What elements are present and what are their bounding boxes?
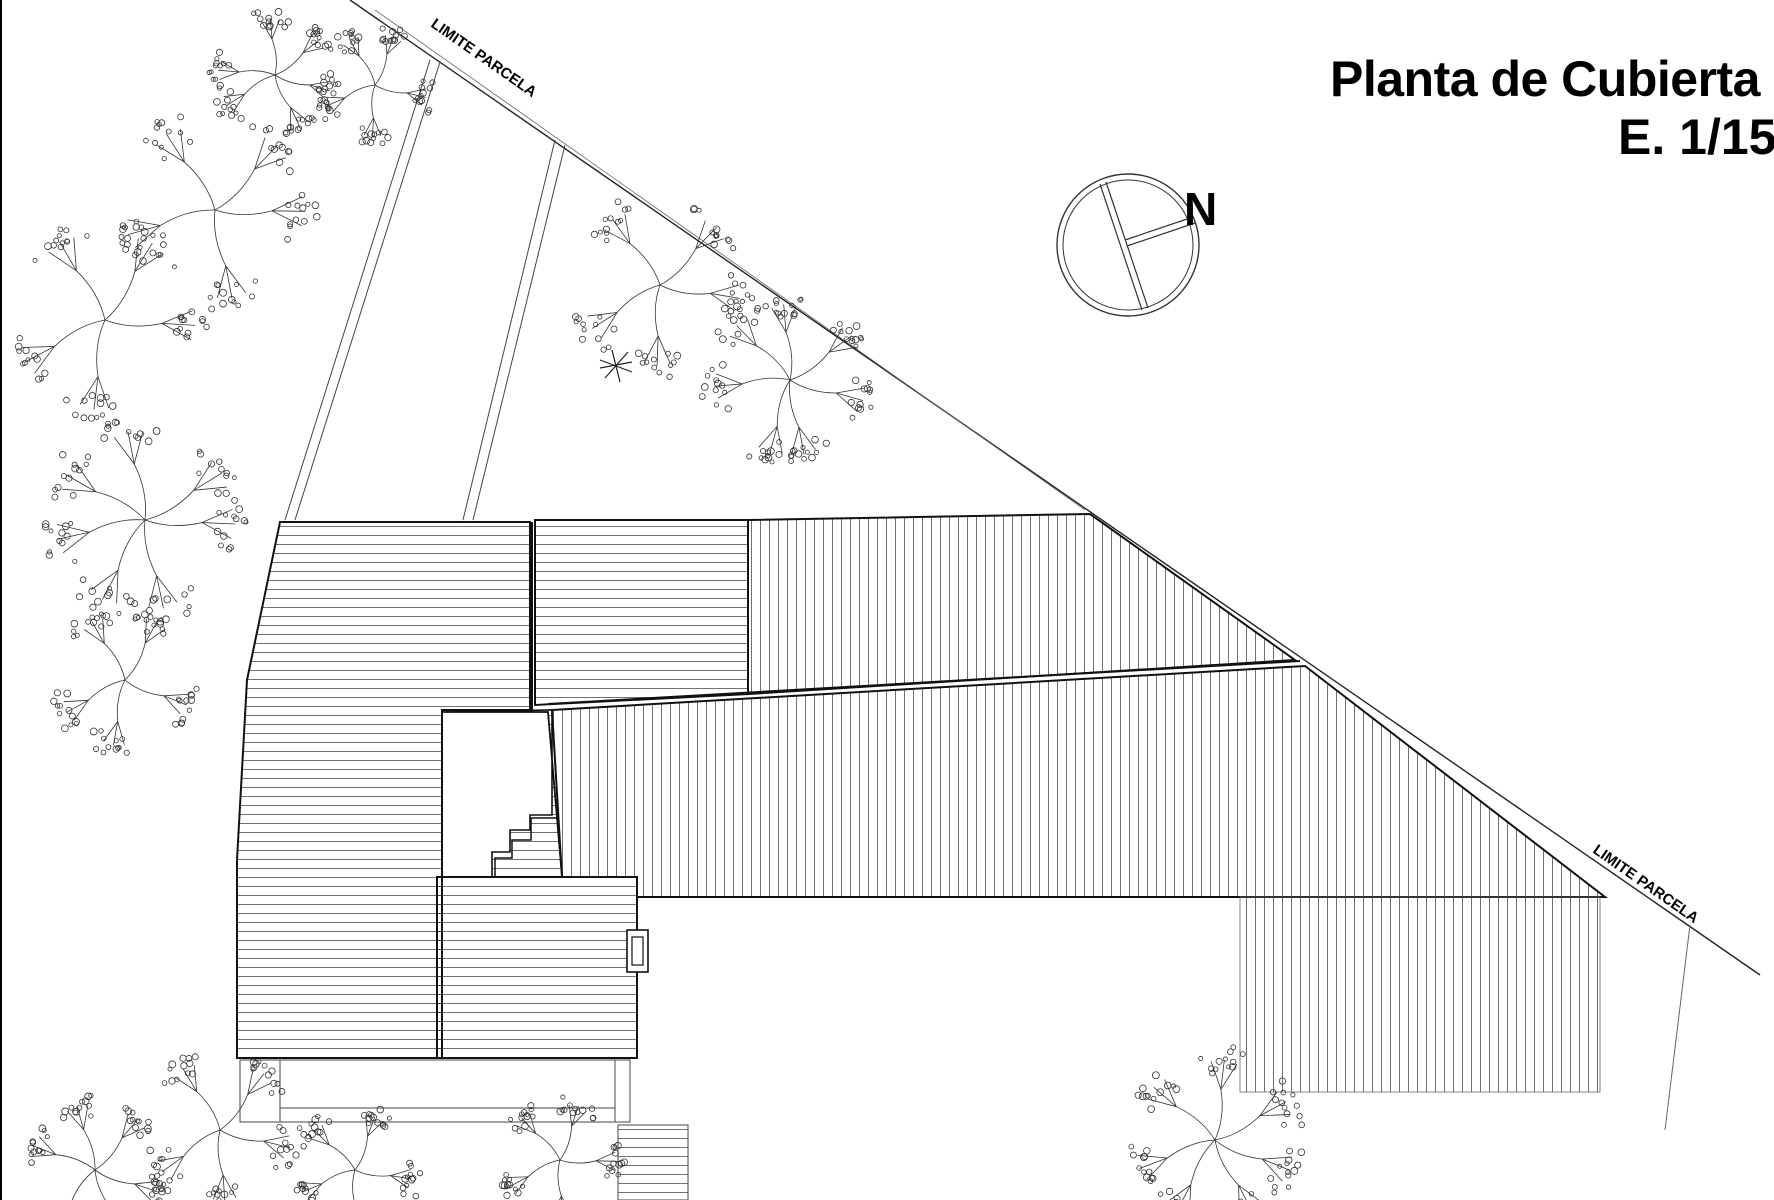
boundary-label-right: LIMITE PARCELA [1590, 841, 1702, 927]
stair-steps [494, 817, 558, 877]
porch-outline [239, 1059, 631, 1123]
roof-plane-north-middle [534, 519, 749, 707]
deck-hatch [617, 1124, 689, 1200]
terrace-plane-south-east [1239, 896, 1601, 1093]
north-label: N [1184, 183, 1218, 235]
path-line-left-outer [284, 59, 431, 521]
plot-boundary-line-inner [374, 9, 1086, 511]
path-line-right-outer [462, 139, 556, 521]
boundary-label-top: LIMITE PARCELA [428, 15, 540, 101]
plot-boundary-line [349, 0, 1761, 976]
path-line-right-inner [472, 144, 566, 521]
drawing-scale: E. 1/15 [1618, 109, 1774, 165]
north-arrow [1056, 173, 1200, 317]
drawing-title: Planta de Cubierta [1330, 51, 1761, 107]
ridge-line-east [547, 660, 1301, 705]
roof-plane-north-east [747, 512, 1298, 696]
tree-canopies [14, 8, 1306, 1200]
roof-plane-stair [441, 709, 563, 878]
title-block: Planta de Cubierta E. 1/15 [1330, 50, 1774, 166]
chimney-inner [631, 936, 644, 966]
roof-plane-south-east [550, 664, 1608, 898]
roof-plane-south-block [436, 876, 638, 1059]
small-plant-icon [599, 349, 633, 383]
path-line-south-east [1664, 924, 1691, 1131]
path-line-left-inner [294, 61, 441, 521]
